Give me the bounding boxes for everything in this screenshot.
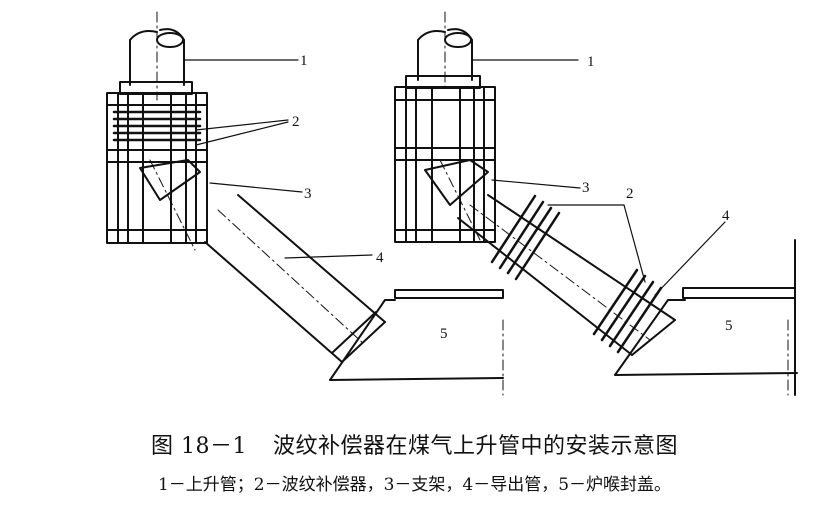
left-assembly <box>106 11 504 396</box>
right-labels: 1 2 3 4 5 <box>582 54 733 334</box>
left-label-5: 5 <box>440 326 448 342</box>
right-assembly <box>394 11 798 396</box>
left-label-1: 1 <box>300 53 308 69</box>
left-elbow <box>139 159 201 251</box>
left-label-4: 4 <box>376 250 384 266</box>
right-label-1: 1 <box>587 54 595 70</box>
left-label-3: 3 <box>304 186 312 202</box>
right-throat-cover <box>614 239 798 396</box>
right-label-4: 4 <box>722 208 730 224</box>
figure-legend: 1－上升管；2－波纹补偿器，3－支架，4－导出管，5－炉喉封盖。 <box>157 475 672 495</box>
right-elbow <box>424 159 489 241</box>
figure-number: 图 18－1 <box>150 434 247 459</box>
installation-diagram: 1 2 3 4 5 1 2 3 4 5 <box>106 11 798 396</box>
left-throat-cover <box>329 289 504 396</box>
figure-title: 波纹补偿器在煤气上升管中的安装示意图 <box>272 434 678 459</box>
right-support-frame <box>394 86 496 243</box>
left-labels: 1 2 3 4 5 <box>292 53 448 342</box>
left-leader-lines <box>183 59 373 259</box>
right-uprising-pipe <box>405 11 481 93</box>
right-leader-lines <box>471 59 726 296</box>
right-label-5: 5 <box>725 318 733 334</box>
right-outlet-pipe <box>457 194 676 356</box>
left-uprising-pipe <box>119 11 193 101</box>
right-expansion-joint-lower <box>592 268 663 354</box>
figure-caption: 图 18－1 波纹补偿器在煤气上升管中的安装示意图 <box>0 428 829 460</box>
left-outlet-pipe <box>204 194 386 363</box>
left-support-frame <box>106 92 208 244</box>
left-expansion-joint <box>112 110 202 142</box>
right-label-2: 2 <box>626 186 634 202</box>
left-label-2: 2 <box>292 114 300 130</box>
right-expansion-joint-upper <box>490 194 561 281</box>
right-label-3: 3 <box>582 180 590 196</box>
